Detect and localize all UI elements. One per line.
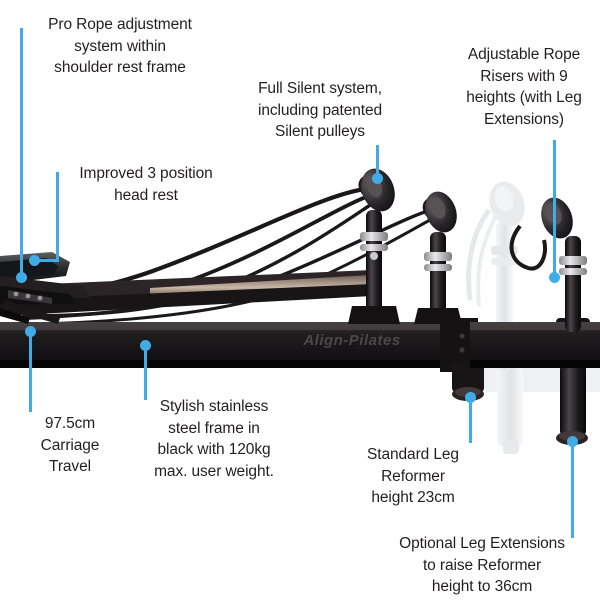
leader-dot-pro-rope [16, 272, 27, 283]
leader-dot-carriage-travel [25, 326, 36, 337]
rope-riser-rear [348, 168, 400, 324]
leader-line-standard-leg [469, 398, 472, 443]
leader-dot-leg-extensions [567, 436, 578, 447]
callout-carriage-travel: 97.5cm Carriage Travel [40, 415, 100, 475]
leader-dot-full-silent [372, 173, 383, 184]
rope-riser-front [414, 191, 462, 324]
leader-line-rope-risers [553, 140, 556, 282]
leader-line-carriage-travel [29, 332, 32, 412]
callout-adjustable-rope-risers: Adjustable Rope Risers with 9 heights (w… [466, 46, 582, 128]
brand-logo: Align-Pilates [302, 332, 400, 349]
callout-stainless-steel-frame: Stylish stainless steel frame in black w… [154, 398, 274, 480]
callout-standard-leg-height: Standard Leg Reformer height 23cm [367, 446, 459, 506]
callout-head-rest: Improved 3 position head rest [79, 165, 213, 204]
leader-line-full-silent [376, 145, 379, 183]
leader-line-head-rest-horizontal [36, 259, 59, 262]
leader-line-pro-rope [20, 28, 23, 278]
leader-dot-head-rest [29, 255, 40, 266]
leader-dot-steel-frame [140, 340, 151, 351]
callout-optional-leg-extensions: Optional Leg Extensions to raise Reforme… [399, 535, 565, 595]
leader-line-steel-frame [144, 346, 147, 400]
leader-dot-rope-risers [549, 272, 560, 283]
leader-dot-standard-leg [465, 392, 476, 403]
leader-line-leg-extensions [571, 442, 574, 538]
leader-line-head-rest-vertical [56, 172, 59, 262]
callout-full-silent-system: Full Silent system, including patented S… [257, 80, 383, 140]
frame-beam [0, 322, 470, 368]
callout-pro-rope-adjustment: Pro Rope adjustment system within should… [48, 16, 192, 76]
